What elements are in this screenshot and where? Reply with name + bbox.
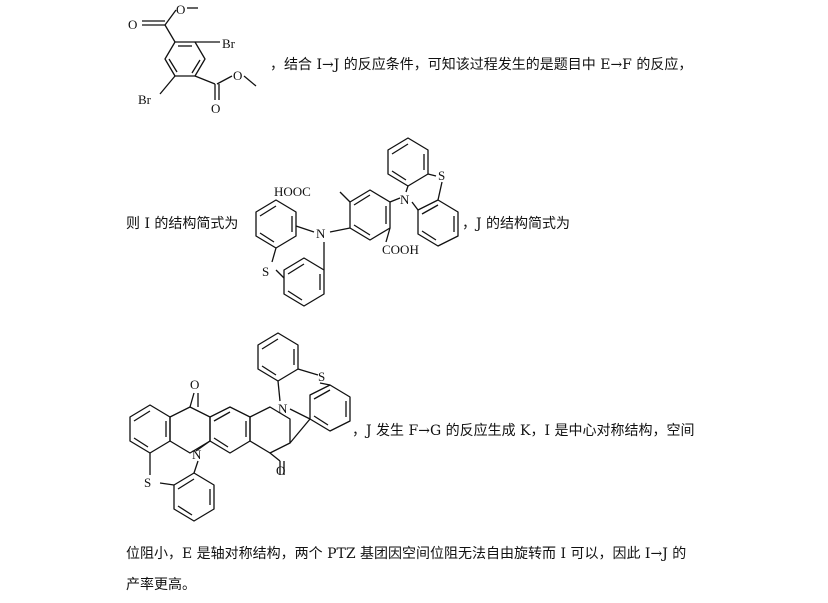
bromine-label: Br xyxy=(138,92,152,107)
bromine-label: Br xyxy=(222,36,236,51)
structure-i-diagram: HOOC COOH N S N S xyxy=(255,137,459,307)
ester-oxygen-label: O xyxy=(128,17,137,32)
ester-oxygen-label: O xyxy=(176,2,185,17)
paragraph-5: 产率更高。 xyxy=(126,577,196,593)
structure-j-diagram: S N O O N S xyxy=(129,332,351,522)
paragraph-3-tail: ，J 发生 F→G 的反应生成 K，I 是中心对称结构，空间 xyxy=(352,423,695,439)
ester-oxygen-label: O xyxy=(233,68,242,83)
sulfur-label: S xyxy=(438,168,445,183)
nitrogen-label: N xyxy=(192,447,202,462)
nitrogen-label: N xyxy=(316,226,326,241)
sulfur-label: S xyxy=(144,475,151,490)
sulfur-label: S xyxy=(262,264,269,279)
nitrogen-label: N xyxy=(400,192,410,207)
ketone-oxygen-label: O xyxy=(276,463,285,478)
structure-e-diagram: O O Br Br O O xyxy=(128,2,257,116)
paragraph-4: 位阻小，E 是轴对称结构，两个 PTZ 基团因空间位阻无法自由旋转而 I 可以，… xyxy=(126,546,687,562)
ketone-oxygen-label: O xyxy=(190,377,199,392)
carboxyl-label: COOH xyxy=(382,242,419,257)
carboxyl-label: HOOC xyxy=(274,184,311,199)
ester-oxygen-label: O xyxy=(211,101,220,116)
nitrogen-label: N xyxy=(278,401,288,416)
paragraph-1-tail: ，结合 I→J 的反应条件，可知该过程发生的是题目中 E→F 的反应， xyxy=(270,57,693,73)
sulfur-label: S xyxy=(318,369,325,384)
paragraph-2-tail: ，J 的结构简式为 xyxy=(462,216,571,232)
paragraph-2-lead: 则 I 的结构简式为 xyxy=(126,216,239,232)
